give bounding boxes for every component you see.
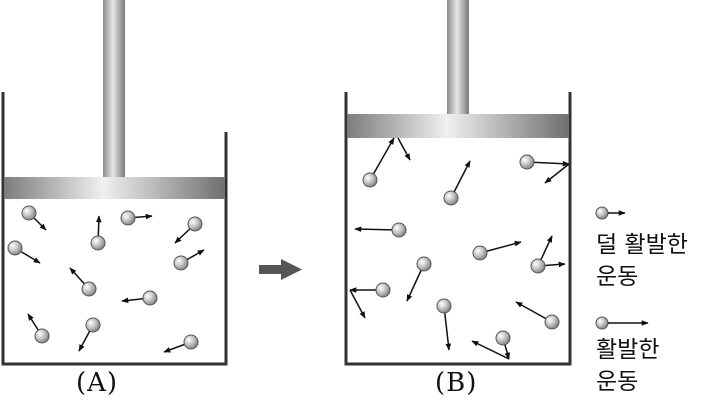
container-b-motion-arrow — [397, 137, 411, 161]
container-b-motion-arrow — [471, 340, 510, 360]
process-arrow — [259, 259, 302, 280]
container-b-particle — [472, 245, 488, 261]
container-a-particle — [120, 210, 136, 226]
container-a — [1, 0, 228, 366]
container-a-particle — [85, 317, 101, 333]
container-b-particle — [530, 258, 546, 274]
container-b-piston-rod — [447, 0, 469, 114]
container-b-particles — [349, 137, 570, 360]
container-a-particle — [81, 281, 97, 297]
container-b-particle — [362, 172, 378, 188]
container-a-particles — [7, 205, 205, 353]
container-a-particle — [34, 328, 50, 344]
container-a-particle — [142, 290, 158, 306]
caption-b: (B) — [435, 368, 478, 398]
container-a-particle — [173, 255, 189, 271]
container-a-particle — [21, 205, 37, 221]
container-b-wall — [344, 92, 572, 366]
container-b-particle — [375, 282, 391, 298]
container-b — [344, 0, 572, 366]
container-b-piston-plate — [347, 114, 569, 138]
container-b-particle — [519, 154, 535, 170]
container-a-particle — [90, 235, 106, 251]
container-a-piston-plate — [4, 177, 225, 199]
legend-more-active-icon — [595, 316, 649, 330]
container-b-particle — [416, 256, 432, 272]
legend-less-active-label-line1: 덜 활발한 — [596, 232, 688, 258]
container-b-particle — [391, 222, 407, 238]
legend-less-active-label-line2: 운동 — [596, 264, 639, 290]
container-b-motion-arrow — [369, 137, 395, 181]
container-b-motion-arrow — [544, 163, 570, 184]
container-b-particle — [544, 314, 560, 330]
container-b-particle — [443, 190, 459, 206]
legend-more-active-label-line2: 운동 — [596, 369, 639, 395]
container-a-particle — [7, 240, 23, 256]
container-b-particle — [436, 298, 452, 314]
legend-less-active-icon — [595, 206, 626, 220]
legend-more-active-label-line1: 활발한 — [596, 337, 660, 363]
container-a-particle — [187, 216, 203, 232]
container-b-motion-arrow — [349, 289, 366, 319]
container-a-wall — [1, 92, 228, 366]
caption-a: (A) — [76, 368, 119, 398]
container-b-particle — [495, 330, 511, 346]
container-a-piston-rod — [103, 0, 125, 177]
container-a-particle — [183, 334, 199, 350]
